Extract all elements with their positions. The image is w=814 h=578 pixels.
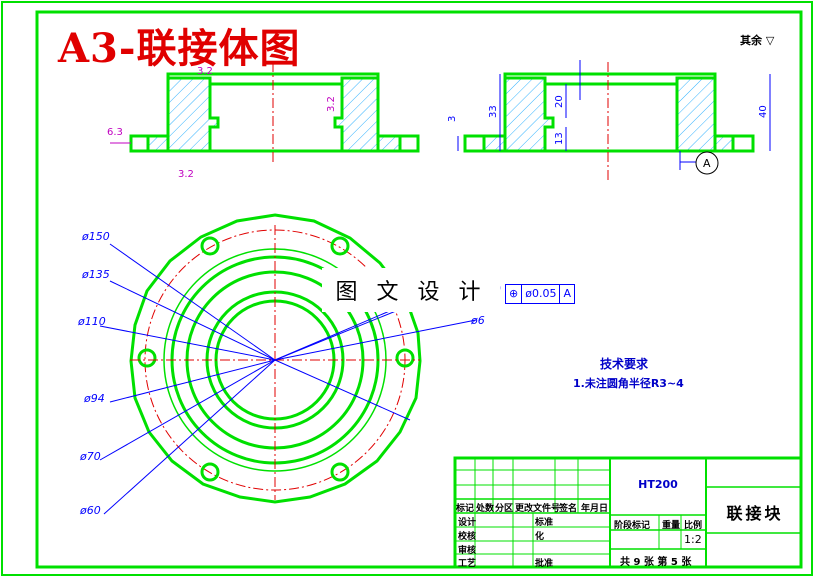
row-label: 设计	[458, 518, 477, 528]
row-label: 校核	[458, 532, 477, 542]
stage-label: 比例	[684, 521, 703, 531]
side-top-outline	[503, 72, 717, 78]
position-icon: ⊕	[506, 285, 523, 303]
datum-label: A	[703, 157, 711, 170]
row-label: 审核	[458, 546, 477, 556]
roughness-symbol-icon: ▽	[765, 34, 775, 47]
side-dim-40: 40	[758, 105, 769, 118]
front-left-roughness: 6.3	[107, 127, 123, 138]
tolerance-datum: A	[563, 287, 571, 300]
dim-d110: ø110	[77, 315, 106, 328]
header-cell: 处数	[476, 504, 495, 514]
front-bottom-roughness: 3.2	[178, 169, 194, 180]
bolt-holes	[137, 236, 415, 482]
inner-border	[35, 10, 803, 569]
row-label: 工艺	[458, 559, 477, 569]
datum-circle	[695, 151, 719, 175]
middle-label: 批准	[535, 559, 554, 569]
side-view	[457, 60, 771, 180]
dim-d70: ø70	[79, 450, 101, 463]
dim-d60: ø60	[79, 504, 101, 517]
dim-d6holes: ø6	[470, 314, 485, 327]
side-right-section	[675, 76, 735, 153]
sheet-info: 共 9 张 第 5 张	[620, 557, 692, 568]
front-left-section	[146, 76, 220, 153]
middle-label: 标准	[535, 518, 554, 528]
tolerance-value: ø0.05	[522, 285, 561, 303]
header-cell: 分区	[495, 504, 514, 514]
tolerance-frame: ⊕ ø0.05 A	[505, 284, 575, 304]
side-dim-3: 3	[447, 116, 458, 122]
header-cell: 年月日	[581, 504, 609, 514]
front-top-roughness: 3.2	[197, 66, 213, 77]
material: HT200	[638, 478, 678, 491]
side-dim-20: 20	[554, 95, 565, 108]
title-block-grid	[453, 456, 803, 569]
dim-d94: ø94	[83, 392, 105, 405]
dim-d135: ø135	[81, 268, 110, 281]
stage-label: 阶段标记	[614, 521, 651, 531]
tech-requirements-heading: 技术要求	[600, 357, 649, 371]
plan-view	[99, 213, 477, 515]
front-bore-roughness: 3.2	[326, 96, 337, 112]
dim-d150: ø150	[81, 230, 110, 243]
roughness-note-text: 其余	[740, 34, 762, 47]
header-cell: 标记	[456, 504, 475, 514]
header-cell: 更改文件号	[515, 504, 561, 514]
sheet-title: A3-联接体图	[58, 25, 301, 72]
side-dim-33: 33	[488, 105, 499, 118]
scale: 1:2	[684, 533, 702, 546]
middle-label: 化	[535, 532, 545, 542]
front-top-outline	[166, 72, 380, 78]
roughness-note: 其余 ▽	[740, 32, 774, 48]
side-dim-13: 13	[554, 132, 565, 145]
stage-label: 重量	[662, 521, 681, 531]
front-view	[110, 62, 420, 165]
header-cell: 签名	[559, 504, 578, 514]
part-name: 联接块	[726, 504, 784, 523]
front-right-section	[333, 76, 402, 153]
watermark: 图 文 设 计	[322, 268, 500, 312]
tech-requirement-item: 1.未注圆角半径R3~4	[573, 377, 684, 390]
